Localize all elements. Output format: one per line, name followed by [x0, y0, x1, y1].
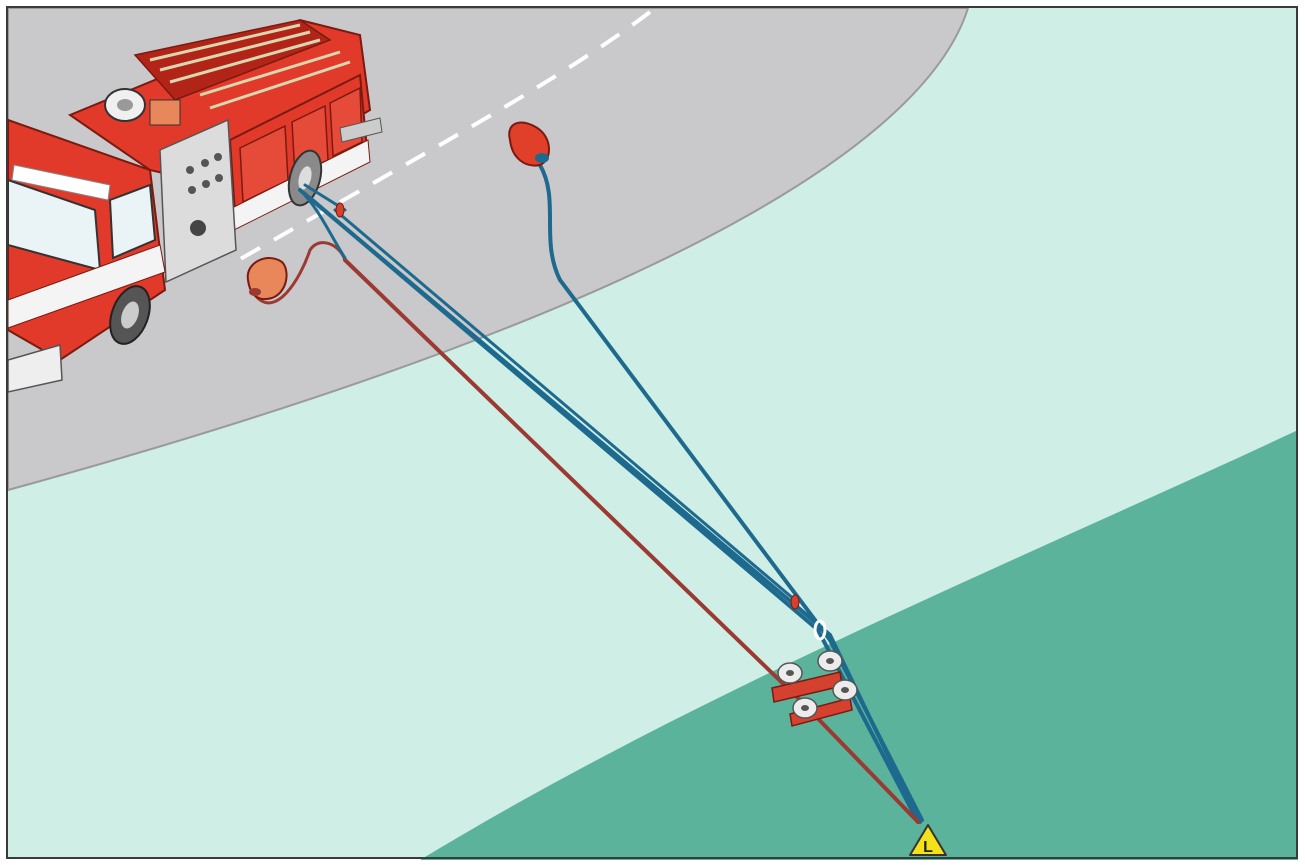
marker-label: L [923, 839, 933, 856]
throw-bag-orange-icon [248, 258, 287, 299]
